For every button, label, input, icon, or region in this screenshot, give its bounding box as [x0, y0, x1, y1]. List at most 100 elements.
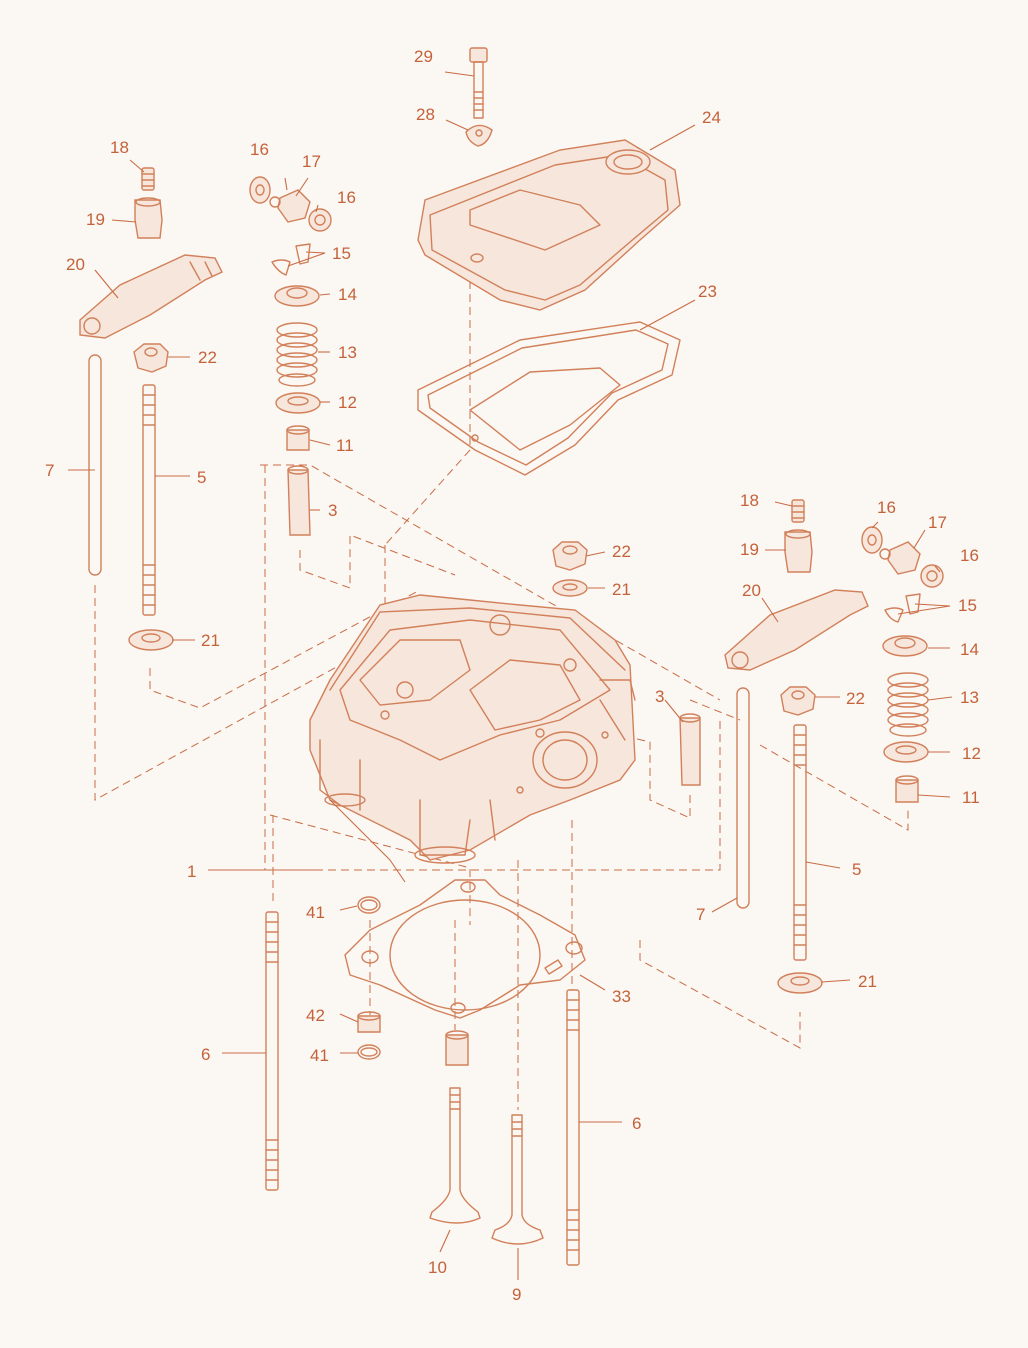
washer-28: [465, 124, 493, 147]
adjuster-nut-19-left: [134, 197, 163, 239]
o-ring-41-bottom: [357, 1044, 381, 1060]
callout-21: 21: [858, 972, 877, 991]
callout-15: 15: [958, 596, 977, 615]
callout-29: 29: [414, 47, 433, 66]
cotters-15-left: [271, 243, 311, 276]
spring-retainer-14-right: [882, 635, 928, 657]
callout-24: 24: [702, 108, 721, 127]
cylinder-head-1: [309, 594, 636, 864]
callout-5: 5: [197, 468, 206, 487]
valve-guide-3-right: [679, 713, 701, 786]
callout-3: 3: [655, 687, 664, 706]
leader-lines: [68, 71, 953, 1280]
callout-7: 7: [696, 905, 705, 924]
callout-6: 6: [201, 1045, 210, 1064]
callout-21: 21: [201, 631, 220, 650]
nut-22-center: [552, 541, 588, 571]
shaft-17-right: [879, 541, 921, 575]
washer-16-right-a: [861, 526, 883, 554]
callout-21: 21: [612, 580, 631, 599]
spring-seat-12-left: [275, 392, 321, 414]
shaft-17-left: [269, 189, 311, 223]
dowel-center: [445, 1030, 469, 1066]
o-ring-41-top: [357, 896, 381, 914]
callout-18: 18: [110, 138, 129, 157]
washer-16-left-b: [308, 208, 332, 232]
adjuster-nut-19-right: [784, 529, 813, 573]
callout-28: 28: [416, 105, 435, 124]
valve-9: [491, 1114, 544, 1245]
valve-10: [429, 1087, 481, 1224]
callout-5: 5: [852, 860, 861, 879]
callout-16: 16: [877, 498, 896, 517]
callout-11: 11: [336, 436, 354, 455]
callout-16: 16: [250, 140, 269, 159]
cover-gasket-23: [417, 321, 681, 476]
nut-22-left: [133, 343, 169, 373]
callout-9: 9: [512, 1285, 521, 1304]
callout-19: 19: [740, 540, 759, 559]
stud-5-right: [793, 724, 807, 961]
callout-11: 11: [962, 788, 980, 807]
callout-14: 14: [338, 285, 357, 304]
washer-16-left-a: [249, 176, 271, 204]
callout-41: 41: [306, 903, 325, 922]
adjuster-screw-18-right: [791, 499, 805, 523]
callout-16: 16: [337, 188, 356, 207]
callout-17: 17: [928, 513, 947, 532]
callout-labels: 29 28 24 23 18 16 17 16 19 20 15 14 13 2…: [45, 47, 981, 1304]
pushrod-7-right: [736, 687, 750, 909]
callout-23: 23: [698, 282, 717, 301]
callout-41: 41: [310, 1046, 329, 1065]
callout-18: 18: [740, 491, 759, 510]
nut-22-right: [780, 686, 816, 716]
callout-20: 20: [66, 255, 85, 274]
stud-5-left: [142, 384, 156, 616]
callout-13: 13: [338, 343, 357, 362]
adjuster-screw-18-left: [141, 167, 155, 191]
callout-13: 13: [960, 688, 979, 707]
washer-16-right-b: [920, 564, 944, 588]
washer-21-right: [777, 972, 823, 994]
callout-1: 1: [187, 862, 196, 881]
callout-10: 10: [428, 1258, 447, 1277]
valve-seal-11-right: [895, 775, 919, 803]
head-gasket-33: [344, 879, 586, 1019]
callout-15: 15: [332, 244, 351, 263]
callout-33: 33: [612, 987, 631, 1006]
stud-6-right: [566, 989, 580, 1266]
assembly-dash-lines: [94, 255, 909, 1110]
valve-guide-3-left: [287, 465, 311, 536]
callout-17: 17: [302, 152, 321, 171]
callout-22: 22: [198, 348, 217, 367]
callout-6: 6: [632, 1114, 641, 1133]
callout-22: 22: [612, 542, 631, 561]
washer-21-center: [552, 579, 588, 597]
callout-16: 16: [960, 546, 979, 565]
bolt-29: [469, 47, 488, 119]
rocker-cover-24: [417, 139, 681, 311]
callout-3: 3: [328, 501, 337, 520]
washer-21-left: [128, 629, 174, 651]
cotters-15-right: [884, 593, 921, 623]
callout-7: 7: [45, 461, 54, 480]
callout-12: 12: [338, 393, 357, 412]
valve-spring-13-left: [276, 322, 318, 387]
callout-42: 42: [306, 1006, 325, 1025]
callout-12: 12: [962, 744, 981, 763]
rocker-arm-20-right: [724, 589, 869, 671]
valve-seal-11-left: [286, 425, 310, 451]
callout-14: 14: [960, 640, 979, 659]
callout-19: 19: [86, 210, 105, 229]
callout-22: 22: [846, 689, 865, 708]
callout-20: 20: [742, 581, 761, 600]
rocker-arm-20-left: [79, 254, 223, 339]
pushrod-7-left: [88, 354, 102, 576]
stud-6-left: [265, 911, 279, 1191]
spring-seat-12-right: [883, 741, 929, 763]
dowel-42: [357, 1011, 381, 1033]
valve-spring-13-right: [887, 672, 929, 737]
spring-retainer-14-left: [274, 285, 320, 307]
